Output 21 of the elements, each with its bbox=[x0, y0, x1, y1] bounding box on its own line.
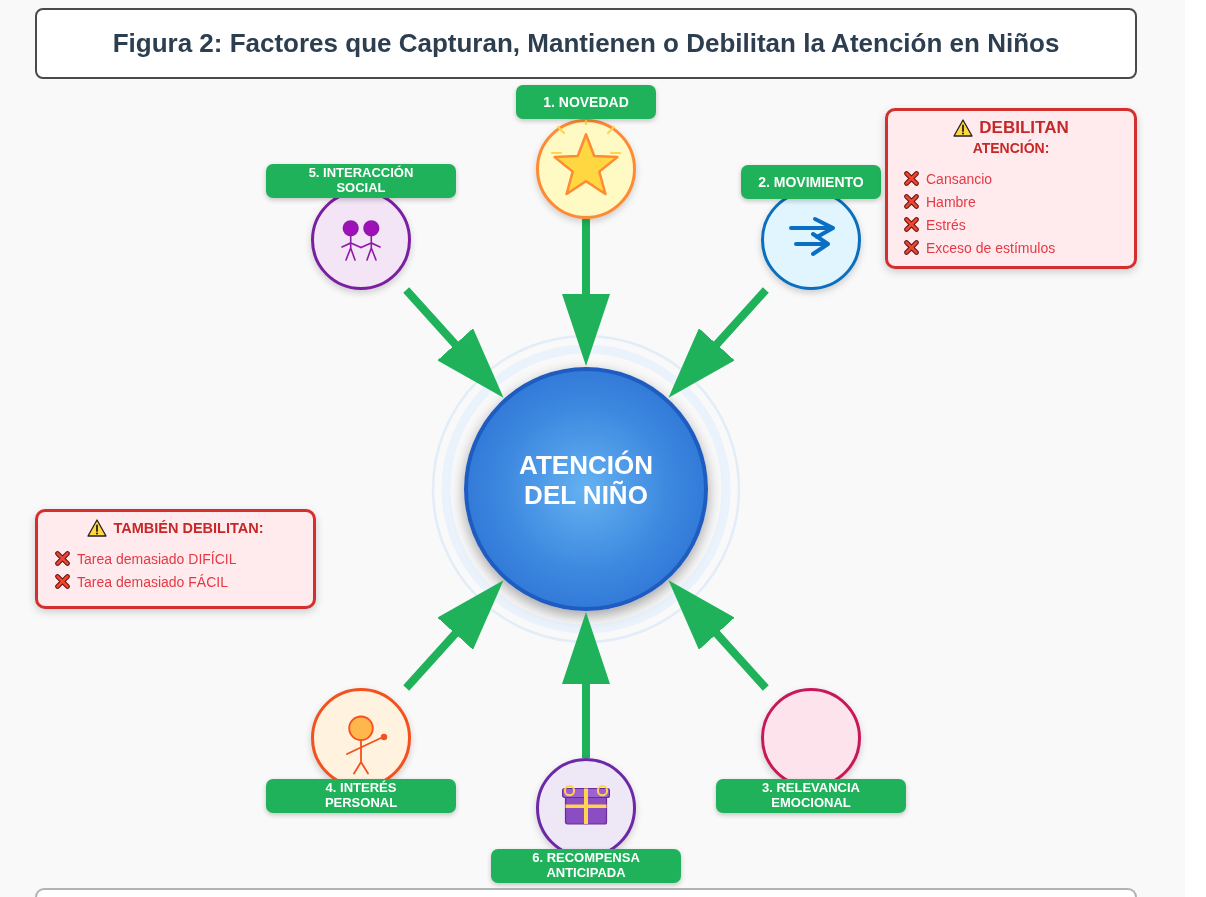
factor-label: 6. RECOMPENSA ANTICIPADA bbox=[491, 849, 681, 883]
warning-box bbox=[35, 509, 316, 609]
arrow bbox=[562, 219, 610, 366]
list-item: Estrés bbox=[926, 216, 966, 233]
box-subheading: ATENCIÓN: bbox=[972, 139, 1050, 157]
factor-label: 5. INTERACCIÓN SOCIAL bbox=[266, 164, 456, 198]
list-item: Cansancio bbox=[926, 170, 993, 187]
factor-label: 2. MOVIMIENTO bbox=[741, 165, 881, 199]
center-circle: ATENCIÓN DEL NIÑO bbox=[464, 367, 708, 611]
title-banner: Figura 2: Factores que Capturan, Mantienen o Debilitan la Atención en Niños bbox=[35, 8, 1137, 79]
list-item: Exceso de estímulos bbox=[926, 239, 1056, 256]
box-heading: TAMBIÉN DEBILITAN: bbox=[113, 519, 264, 538]
box-heading: DEBILITAN bbox=[979, 118, 1069, 138]
list-item: Tarea demasiado DIFÍCIL bbox=[77, 550, 237, 567]
warning-box bbox=[885, 108, 1137, 269]
factor-label: 4. INTERÉS PERSONAL bbox=[266, 779, 456, 813]
factor-label: 3. RELEVANCIA EMOCIONAL bbox=[716, 779, 906, 813]
list-item: Hambre bbox=[926, 193, 976, 210]
arrow bbox=[562, 612, 610, 758]
factor-label: 1. NOVEDAD bbox=[516, 85, 656, 119]
list-item: Tarea demasiado FÁCIL bbox=[77, 573, 228, 590]
